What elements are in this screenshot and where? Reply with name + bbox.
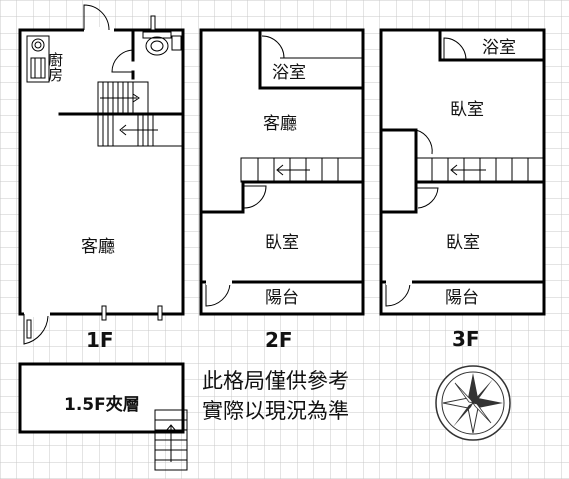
bathroom-3f-label: 浴室 [482,38,516,58]
living-room-2f-label: 客廳 [263,114,297,134]
floor-label-3f: 3F [452,327,480,351]
disclaimer-line-1: 此格局僅供參考 [202,369,349,393]
bedroom-3f-top-label: 臥室 [450,100,484,120]
floor-3f [379,28,546,316]
balcony-2f-label: 陽台 [265,288,299,308]
floor-1f [18,4,185,345]
compass-icon [435,365,511,441]
stairs-icon [154,409,188,471]
floor-label-1f: 1F [86,328,114,352]
disclaimer-line-2: 實際以現況為準 [202,399,349,423]
kitchen-label: 廚房 [46,51,64,82]
bedroom-3f-bottom-label: 臥室 [446,233,480,253]
toilet-icon [142,31,172,56]
mezzanine-label: 1.5F夾層 [64,395,140,415]
floor-2f [199,28,365,316]
bathroom-2f-label: 浴室 [272,63,306,83]
living-room-1f-label: 客廳 [81,237,115,257]
stairs-icon [58,81,185,147]
bedroom-2f-label: 臥室 [265,233,299,253]
sink-icon [171,35,182,51]
floor-label-2f: 2F [265,328,293,352]
mezzanine [18,362,188,471]
stove-icon [26,35,50,83]
balcony-3f-label: 陽台 [445,288,479,308]
